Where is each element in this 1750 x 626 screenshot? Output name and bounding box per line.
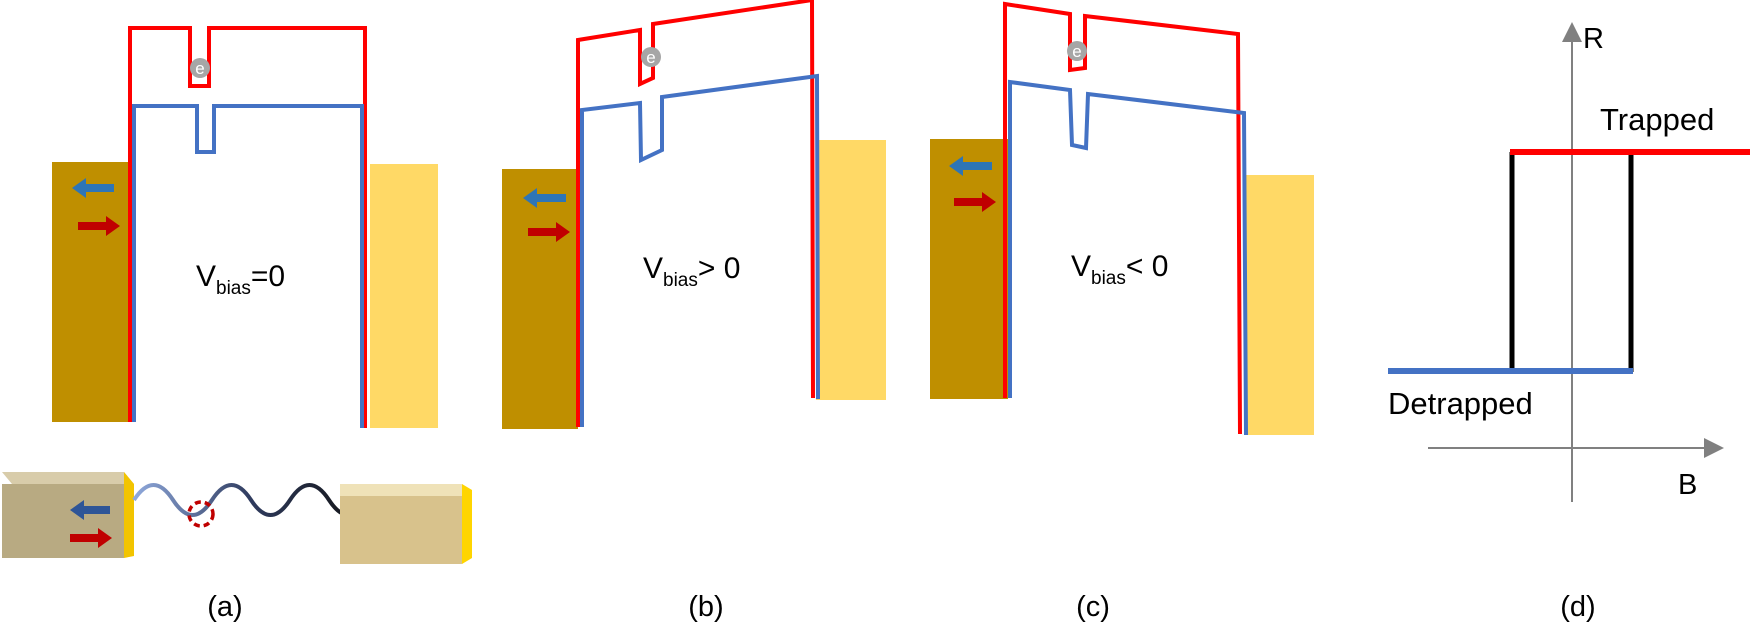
left-ferromagnetic-electrode (930, 139, 1008, 399)
bias-label-c: Vbias< 0 (1071, 250, 1168, 289)
spin-down-arrow (528, 222, 570, 242)
right-electrode (816, 140, 886, 400)
spin-down-arrow (954, 192, 996, 212)
conduction-band-edge (128, 26, 367, 428)
trapped-electron: e (190, 58, 210, 78)
panel-caption-a: (a) (207, 591, 242, 623)
spin-up-arrow (949, 156, 992, 176)
bias-label-a: Vbias=0 (196, 260, 285, 299)
panel-c: e Vbias< 0 (c) (930, 1, 1314, 623)
bias-label-b: Vbias> 0 (643, 252, 740, 291)
spin-up-arrow (70, 500, 110, 520)
trapped-label: Trapped (1600, 102, 1714, 137)
valence-band-edge (132, 104, 364, 428)
panel-caption-b: (b) (688, 591, 723, 623)
molecular-wire (132, 483, 370, 517)
svg-text:e: e (1072, 42, 1081, 61)
right-electrode (1244, 175, 1314, 435)
panel-caption-d: (d) (1560, 591, 1595, 623)
right-electrode (370, 164, 438, 428)
trap-site-marker (187, 500, 215, 528)
conduction-band-edge (576, 0, 815, 427)
svg-text:e: e (646, 48, 655, 67)
spin-up-arrow (523, 188, 566, 208)
panel-a: e Vbias=0 (a) (2, 26, 472, 623)
spin-up-arrow (72, 178, 114, 198)
junction-illustration (2, 472, 472, 564)
trapped-electron: e (641, 47, 661, 67)
spin-down-arrow (78, 216, 120, 236)
valence-band-edge (580, 73, 820, 427)
svg-text:e: e (195, 59, 204, 78)
trapped-electron: e (1067, 41, 1087, 61)
spin-down-arrow (70, 528, 112, 548)
y-axis-label: R (1583, 23, 1604, 55)
x-axis-label: B (1678, 469, 1697, 501)
panel-b: e Vbias> 0 (b) (502, 0, 886, 623)
panel-caption-c: (c) (1076, 591, 1110, 623)
valence-band-edge (1008, 79, 1248, 436)
conduction-band-edge (1003, 1, 1242, 435)
panel-d-hysteresis: R B Trapped Detrapped (d) (1388, 22, 1750, 623)
left-ferromagnetic-electrode (52, 162, 132, 422)
left-ferromagnetic-electrode (502, 169, 578, 429)
detrapped-label: Detrapped (1388, 386, 1533, 421)
